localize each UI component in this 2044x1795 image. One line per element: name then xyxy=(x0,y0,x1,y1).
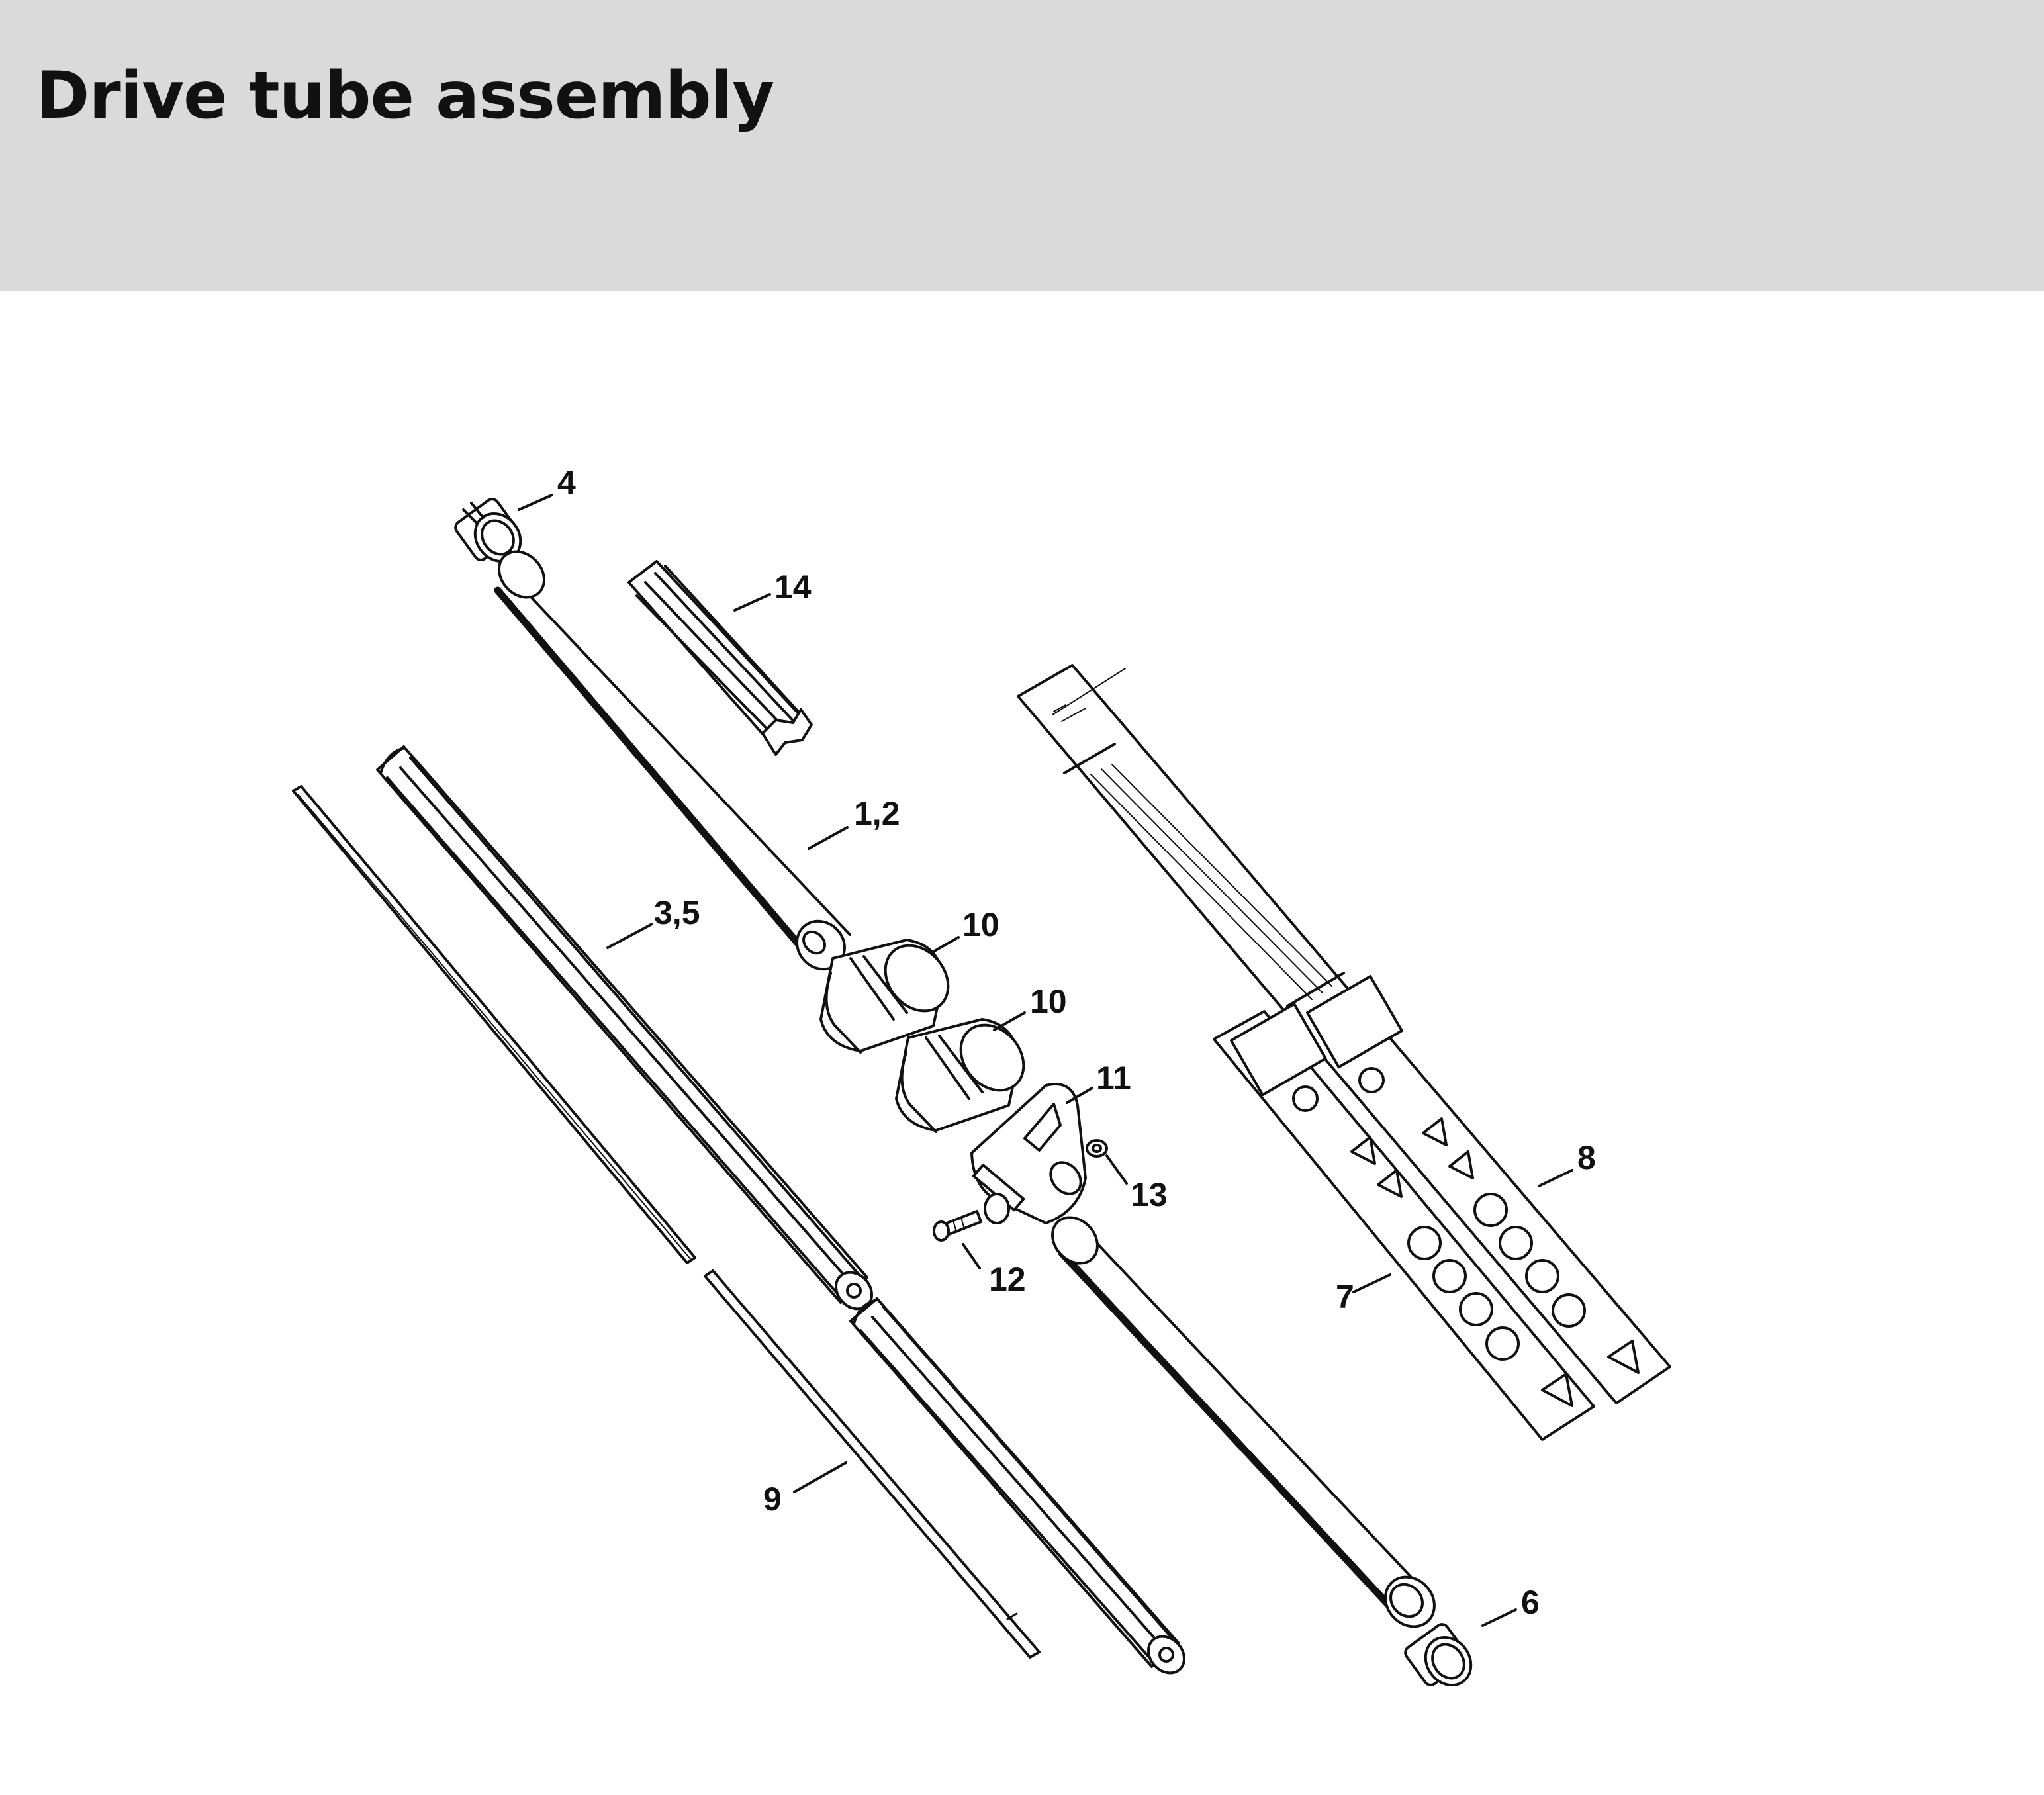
label-part-1-2: 1,2 xyxy=(854,795,900,832)
label-part-12: 12 xyxy=(989,1261,1026,1298)
part-7-warning-label-short xyxy=(1213,1002,1595,1441)
label-part-4: 4 xyxy=(557,464,576,501)
part-9-drive-shaft xyxy=(292,785,1041,1659)
page-title: Drive tube assembly xyxy=(36,58,774,134)
label-part-7: 7 xyxy=(1336,1278,1354,1315)
leader-lines xyxy=(518,494,1573,1627)
label-part-14: 14 xyxy=(774,569,812,606)
lower-drive-tube xyxy=(1051,1216,1436,1628)
part-labels: 4 14 1,2 3,5 10 10 11 13 12 8 7 9 6 xyxy=(557,464,1596,1621)
label-part-11: 11 xyxy=(1096,1060,1131,1097)
part-13-nut xyxy=(1086,1139,1108,1158)
label-part-3-5: 3,5 xyxy=(654,894,700,931)
part-10-clamp-lower xyxy=(895,1018,1025,1133)
part-6-end-cap xyxy=(1404,1623,1473,1687)
part-8-warning-label-long xyxy=(1017,664,1671,1404)
label-part-6: 6 xyxy=(1521,1584,1540,1621)
label-part-10-upper: 10 xyxy=(962,906,999,943)
header-bar: Drive tube assembly xyxy=(0,0,2044,291)
part-10-clamp-upper xyxy=(819,939,950,1054)
part-3-5-shaft-liner xyxy=(376,745,1185,1675)
part-4-end-cap xyxy=(454,498,522,563)
part-12-screw xyxy=(933,1210,982,1242)
label-part-8: 8 xyxy=(1577,1139,1596,1176)
label-part-13: 13 xyxy=(1131,1176,1168,1213)
label-part-9: 9 xyxy=(763,1481,782,1518)
part-11-handle-clamp xyxy=(970,1083,1087,1224)
part-14-liner-insert xyxy=(627,560,813,756)
label-part-10-lower: 10 xyxy=(1030,983,1067,1020)
